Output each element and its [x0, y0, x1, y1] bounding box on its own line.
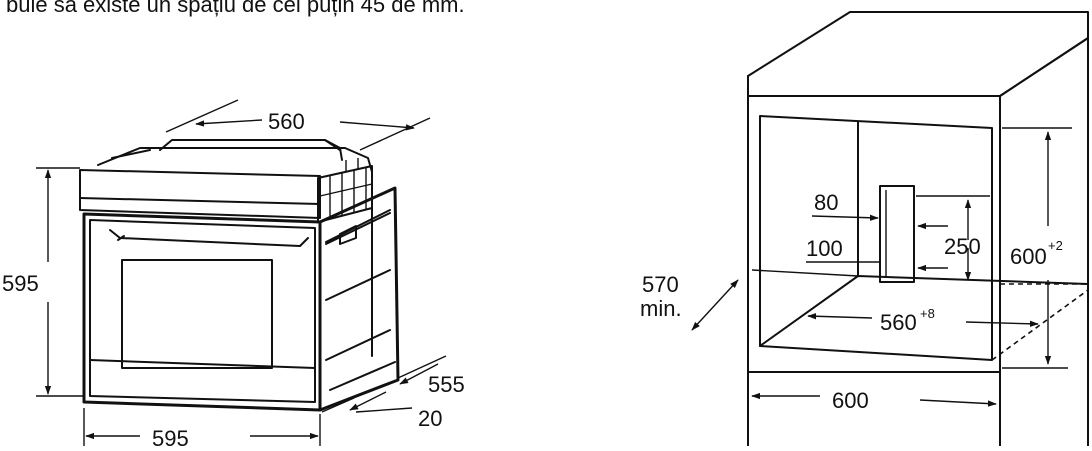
oven-control-panel — [79, 169, 321, 219]
oven-side — [319, 186, 400, 412]
dim-555-ext-rear — [397, 355, 447, 379]
caption-text: buie să existe un spațiu de cel puțin 45… — [6, 0, 465, 17]
vent-opening — [879, 185, 915, 283]
label-oven-height: 595 — [2, 271, 39, 296]
oven-vent-grille — [317, 158, 373, 223]
oven-door-inner — [89, 219, 316, 403]
oven-side-clip — [339, 225, 357, 245]
label-oven-top-depth: 560 — [268, 109, 305, 134]
label-vent-height: 250 — [944, 234, 981, 259]
label-outer-width: 600 — [832, 388, 869, 413]
label-vent-offset: 100 — [806, 236, 843, 261]
dim-555-arrow-rear — [399, 363, 439, 385]
label-side-depth-note: min. — [640, 296, 682, 321]
label-vent-width: 80 — [814, 190, 838, 215]
oven-drawer-line — [89, 359, 316, 369]
cabinet-top-edge — [999, 37, 1089, 97]
oven-handle — [109, 229, 309, 247]
oven-handle-end — [117, 235, 125, 241]
oven-top-edge — [324, 139, 343, 161]
label-side-depth: 570 — [642, 272, 679, 297]
oven-top-housing — [97, 147, 373, 173]
label-oven-depth: 555 — [428, 372, 465, 397]
dim-20-leader — [355, 407, 413, 413]
label-inner-width: 560 — [880, 310, 917, 335]
dim-20-ext-front — [321, 397, 355, 413]
dim-80-arrow — [811, 214, 879, 221]
dim-600w-arrow-right — [919, 399, 997, 407]
cabinet-top — [747, 11, 1089, 97]
label-cavity-height: 600 — [1010, 244, 1047, 269]
oven-side-rails — [325, 209, 391, 361]
dim-560-arrow-left — [195, 119, 263, 127]
oven-side-bottom — [329, 361, 396, 391]
dim-560-ext-left — [165, 99, 239, 133]
dim-560-arrow-left — [807, 313, 873, 320]
dim-20-arrow — [349, 391, 387, 411]
label-inner-width-tol: +8 — [920, 306, 935, 321]
dim-560-arrow-right — [339, 121, 415, 131]
oven-panel-line — [79, 197, 321, 205]
cabinet-drawing — [747, 11, 1089, 447]
oven-door — [82, 212, 322, 412]
label-oven-front-offset: 20 — [418, 406, 442, 431]
dim-570-arrow — [691, 279, 739, 331]
label-oven-width: 595 — [152, 426, 189, 446]
dim-560-arrow-right — [965, 320, 1039, 327]
label-cavity-height-tol: +2 — [1048, 238, 1063, 253]
oven-window — [121, 259, 273, 369]
cavity-floor-hidden — [991, 289, 1089, 361]
dim-560-ext-right — [359, 117, 431, 151]
cabinet-dimensions: 80 100 250 600 +2 570 min. — [640, 127, 1072, 413]
dim-570-ext-rear — [751, 269, 859, 277]
oven-drawing — [79, 139, 400, 412]
oven-top-step — [111, 149, 151, 159]
